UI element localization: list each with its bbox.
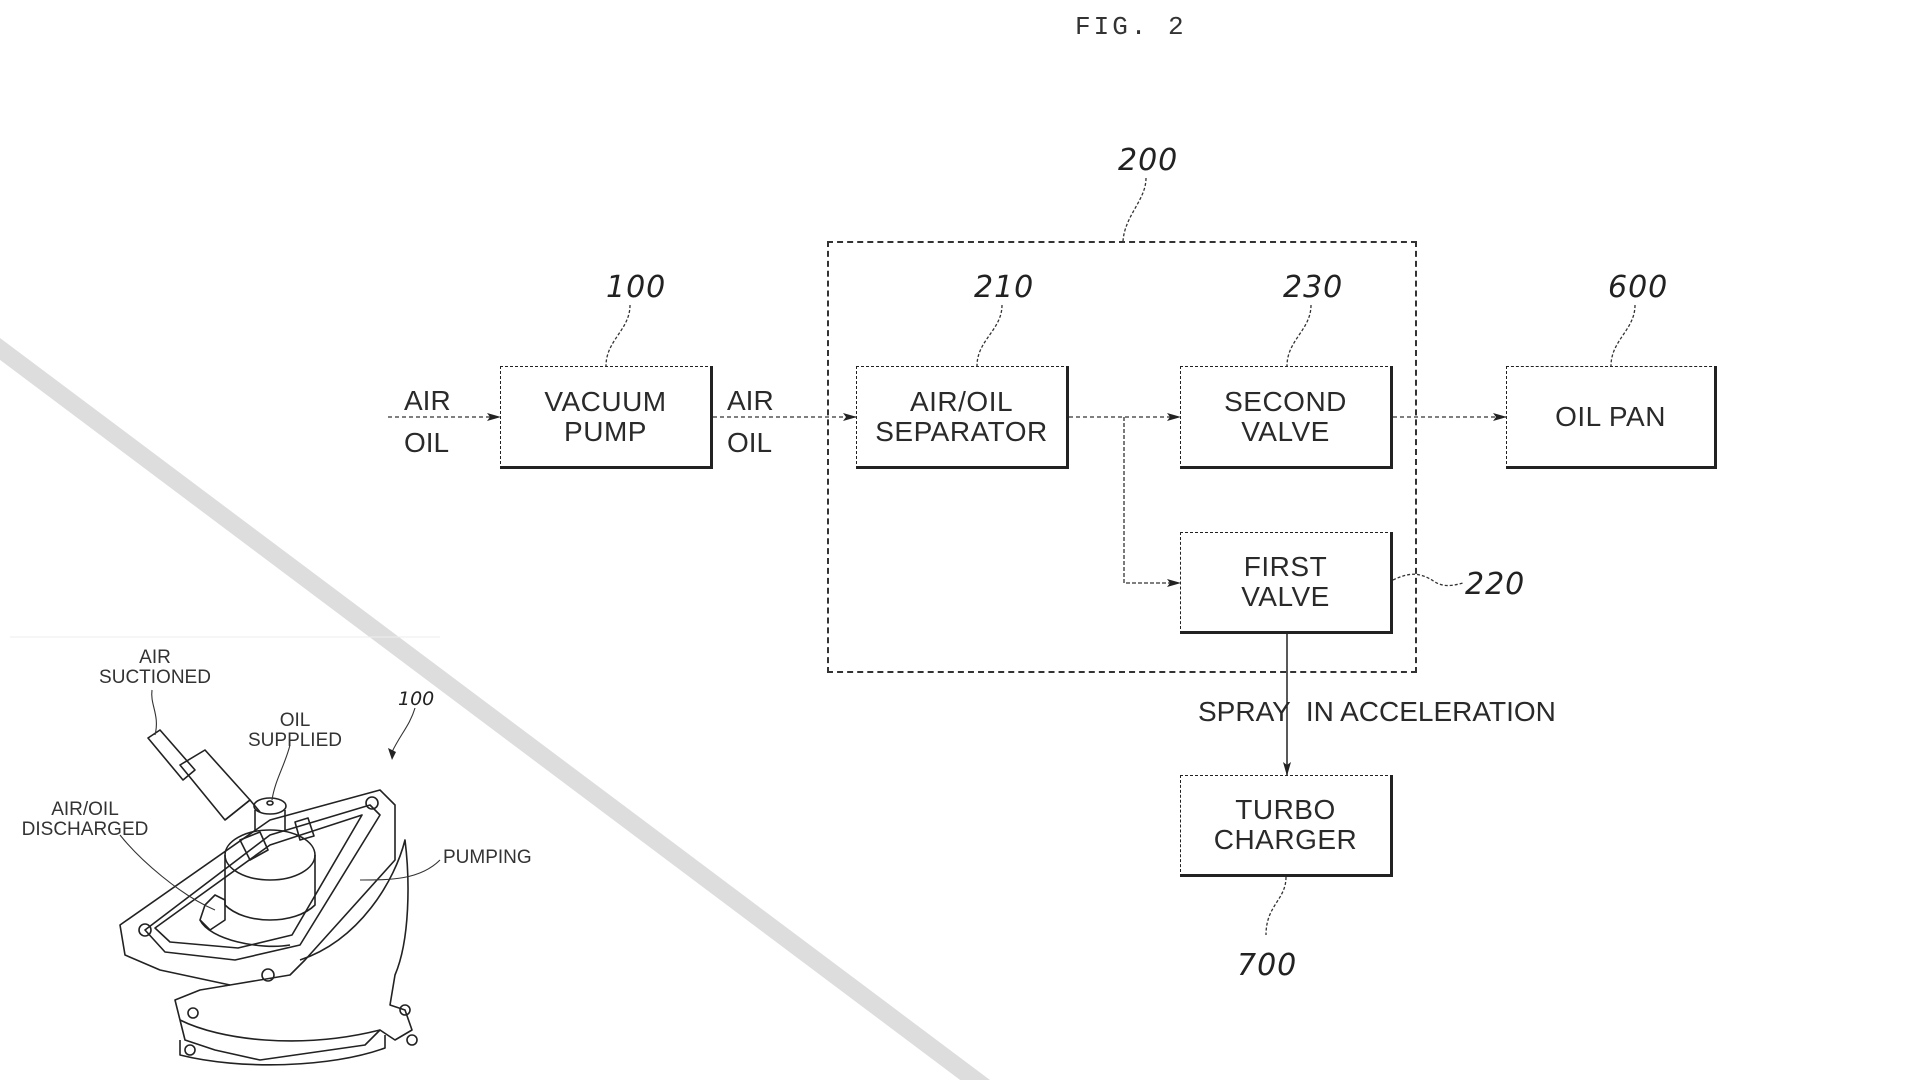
vacuum-pump-block: VACUUM PUMP (500, 366, 713, 469)
ref-label-210: 210 (974, 270, 1035, 305)
spray-in-acceleration-label: SPRAY IN ACCELERATION (1198, 696, 1556, 727)
ref-label-600: 600 (1608, 270, 1669, 305)
separator-line2: SEPARATOR (875, 415, 1048, 447)
second-valve-line2: VALVE (1241, 415, 1330, 447)
pump-output-oil-label: OIL (727, 427, 773, 458)
leader-200 (1122, 177, 1147, 242)
ref-label-700: 700 (1237, 948, 1298, 983)
turbo-line2: CHARGER (1213, 824, 1358, 855)
vacuum-pump-line2: PUMP (564, 415, 647, 447)
leader-230 (1286, 304, 1312, 367)
leader-100 (605, 304, 631, 367)
separator-line1: AIR/OIL (909, 385, 1014, 417)
first-valve-block: FIRST VALVE (1180, 532, 1393, 634)
first-valve-line2: VALVE (1241, 581, 1330, 612)
ref-label-230: 230 (1283, 270, 1344, 305)
leader-600 (1610, 304, 1636, 367)
oil-pan-line1: OIL PAN (1555, 400, 1666, 432)
second-valve-line1: SECOND (1224, 385, 1347, 417)
leader-220 (1392, 573, 1464, 587)
figure-title: FIG. 2 (1075, 12, 1187, 42)
leader-700 (1265, 876, 1287, 936)
flow-separator-to-first-valve (1123, 417, 1181, 587)
second-valve-block: SECOND VALVE (1180, 366, 1393, 469)
leader-210 (976, 304, 1003, 367)
pump-output-air-label: AIR (727, 385, 774, 416)
first-valve-line1: FIRST (1243, 551, 1328, 582)
ref-label-100: 100 (606, 270, 667, 305)
input-oil-label: OIL (404, 427, 450, 458)
turbo-charger-block: TURBO CHARGER (1180, 775, 1393, 877)
vacuum-pump-line1: VACUUM (544, 385, 667, 417)
air-oil-separator-block: AIR/OIL SEPARATOR (856, 366, 1069, 469)
ref-label-200: 200 (1118, 143, 1179, 178)
turbo-line1: TURBO (1235, 794, 1336, 825)
ref-label-220: 220 (1465, 567, 1526, 602)
input-air-label: AIR (404, 385, 451, 416)
oil-pan-block: OIL PAN (1506, 366, 1717, 469)
